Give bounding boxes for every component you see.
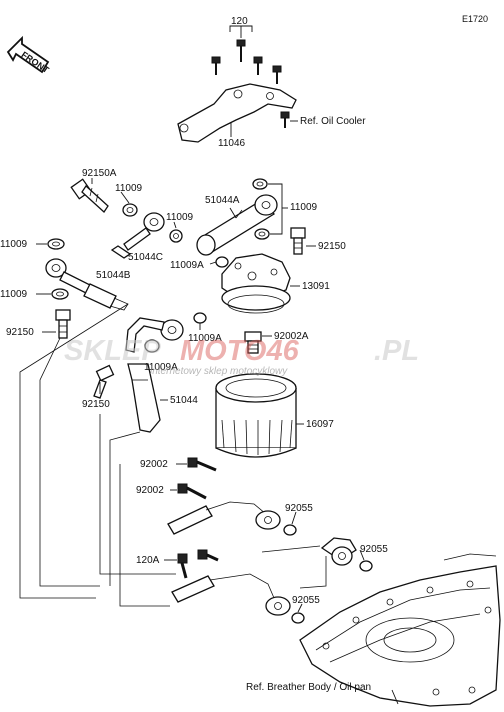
pipe-51044a [196,194,278,256]
ref-breather-body-oil-pan: Ref. Breather Body / Oil pan [246,682,371,693]
banjo-bolt-92150-c [93,364,115,399]
label-92002-a: 92002 [140,459,168,470]
label-92002-b: 92002 [136,485,164,496]
oil-pipe-lower [171,573,305,624]
label-51044c: 51044C [128,252,163,263]
washer-11009-d [254,228,270,240]
label-51044b: 51044B [96,270,131,281]
label-92150-b: 92150 [6,327,34,338]
label-92055-c: 92055 [292,595,320,606]
label-11009-d: 11009 [0,239,28,250]
diagram-code: E1720 [462,14,488,24]
filter-mount-13091 [221,253,300,314]
front-arrow-icon: FRONT [6,35,51,75]
guide-lines [19,303,176,607]
bolt-92002-b [170,483,207,500]
label-92150-c: 92150 [82,399,110,410]
label-11009-a: 11009 [115,183,143,194]
oil-pan [299,553,501,707]
label-92055-b: 92055 [360,544,388,555]
label-120: 120 [231,16,248,27]
watermark-brand-2: MOTO46 [180,335,300,367]
label-11009a-c: 11009A [144,362,178,373]
label-92055-a: 92055 [285,503,313,514]
bolts-120 [211,25,282,84]
banjo-bolt-92150a [70,178,109,213]
washer-11009a-a [215,256,229,268]
banjo-bolt-92150-a [290,227,316,255]
watermark-tagline: internetowy sklep motocyklowy [150,366,288,377]
watermark-brand-1: SKLEP [64,335,161,367]
oil-pipe-middle [261,537,373,589]
bolt-ref-oil-cooler [280,111,298,128]
watermark-brand-3: .PL [374,335,419,367]
label-92150-a: 92150 [318,241,346,252]
washer-11009a-b [193,312,207,324]
label-11009a-b: 11009A [188,333,222,344]
washer-11009-c [252,178,268,190]
washer-11009-a [122,203,138,217]
fitting-92002a [244,331,272,354]
bolts-120a [164,549,219,579]
label-51044: 51044 [170,395,198,406]
bracket-11046 [177,83,297,143]
label-92002a: 92002A [274,331,309,342]
label-51044a: 51044A [205,195,240,206]
label-11009-c: 11009 [290,202,318,213]
oil-pipe-upper [167,501,297,536]
washer-11009-e [51,288,69,300]
label-11046: 11046 [218,138,246,149]
label-13091: 13091 [302,281,330,292]
ref-oil-cooler: Ref. Oil Cooler [300,116,366,127]
hose-51044b [45,258,129,311]
washer-11009-b [169,229,183,243]
label-11009-e: 11009 [0,289,28,300]
washer-11009-left [47,238,65,250]
label-120a: 120A [136,555,160,566]
label-92150a: 92150A [82,168,117,179]
hose-51044 [125,317,184,433]
bolt-92002-a [176,457,217,472]
label-11009a-a: 11009A [170,260,204,271]
watermark: SKLEP MOTO46 .PL internetowy sklep motoc… [64,335,419,377]
banjo-bolt-92150-b [42,309,71,339]
oil-filter-16097 [215,373,304,458]
label-16097: 16097 [306,419,334,430]
hose-fitting-51044c [110,212,165,259]
label-11009-b: 11009 [166,212,194,223]
